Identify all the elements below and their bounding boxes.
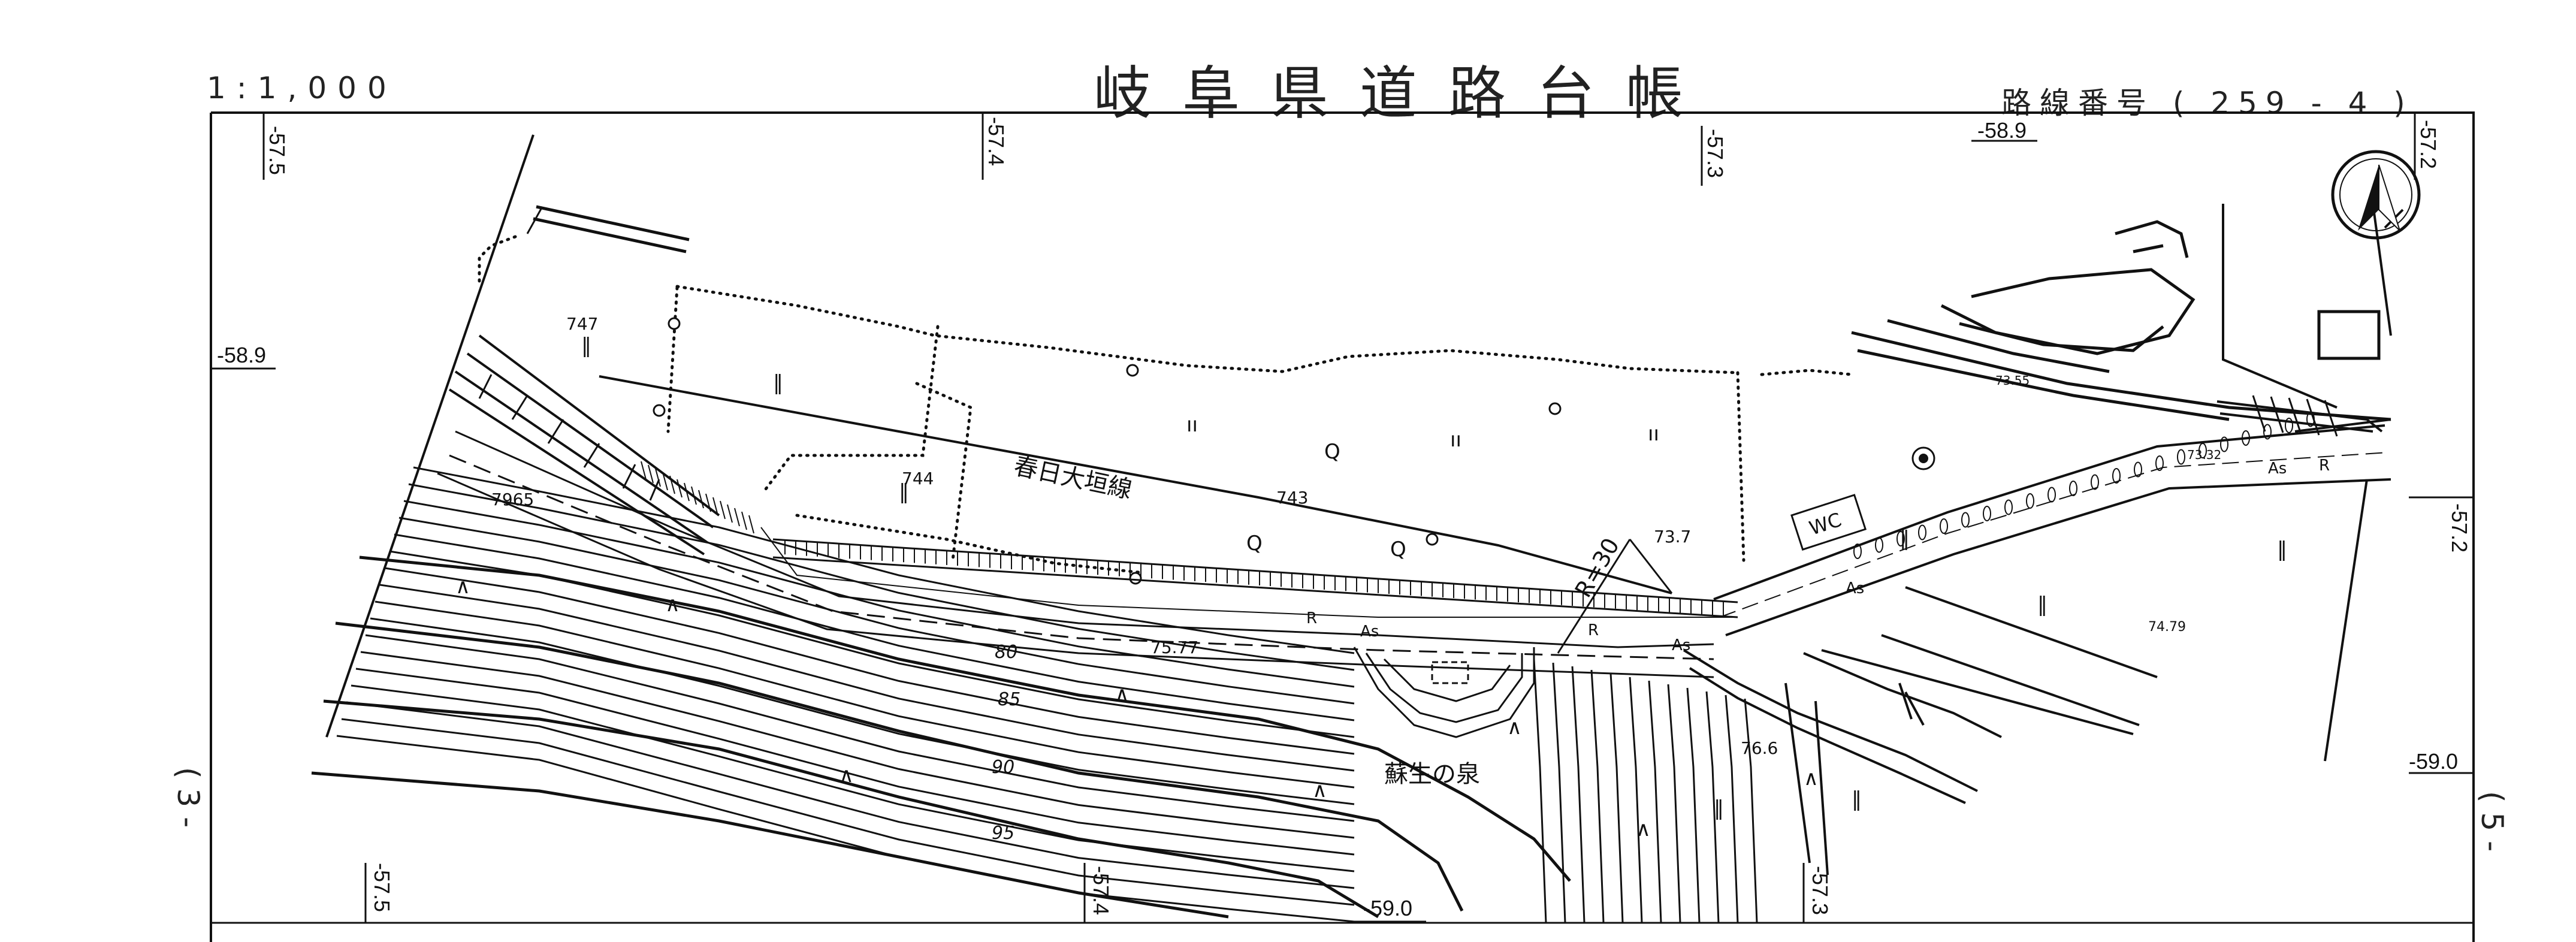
svg-text:‖: ‖ [2277, 538, 2287, 561]
svg-text:ıı: ıı [1648, 422, 1659, 446]
road-as-3: As [1846, 579, 1864, 597]
contour-index [311, 555, 1571, 919]
fence-top [533, 205, 690, 253]
svg-text:ıı: ıı [1450, 428, 1461, 452]
retaining-wall [772, 538, 1738, 618]
svg-text:∧: ∧ [1507, 715, 1522, 739]
coord-top-5: -57.2 [2416, 120, 2441, 169]
svg-text:Q: Q [1390, 538, 1406, 561]
curve-radius-line-2 [1557, 539, 1631, 654]
coord-bottom-4: -57.3 [1808, 866, 1832, 915]
route-number: 路線番号 ( 259 - 4 ) [2001, 79, 2414, 122]
elev-6: 7965 [491, 490, 534, 509]
road-pillars [1853, 411, 2315, 559]
road-as-4: As [2268, 460, 2287, 478]
elev-4: 73.7 [1654, 527, 1691, 547]
svg-text:‖: ‖ [899, 480, 909, 504]
sheet-index-right: ( 5 - [2475, 791, 2509, 852]
route-value: ( 259 - 4 ) [2172, 86, 2414, 120]
rail-line [599, 375, 1672, 594]
svg-text:∧: ∧ [839, 763, 854, 787]
elev-9: 73.55 [1995, 373, 2030, 388]
land-symbols: ‖ ‖ ‖ ıı ıı ıı Q Q Q ‖ ‖ ‖ ‖ ∧ ∧ ∧ ∧ ∧ ∧… [455, 334, 2287, 841]
svg-text:‖: ‖ [581, 334, 591, 358]
rail-posts [653, 317, 1562, 585]
svg-text:∧: ∧ [665, 593, 680, 617]
coord-bottom-1: -57.5 [370, 863, 394, 912]
main-road [437, 430, 1738, 678]
elev-5: 75.77 [1150, 638, 1198, 657]
elev-7: 76.6 [1741, 738, 1778, 758]
slope-ticks [478, 374, 660, 501]
slope-marks [448, 334, 720, 555]
map-scale: 1:1,000 [207, 71, 397, 105]
road-r-3: R [2319, 457, 2330, 475]
route-label: 路線番号 [2001, 86, 2155, 120]
map-title: 岐阜県道路台帳 [1094, 60, 1714, 127]
contour-90: 90 [992, 757, 1014, 778]
elev-1: 747 [566, 314, 598, 334]
boundary-west [325, 134, 534, 738]
svg-text:ıı: ıı [1186, 413, 1198, 437]
road-as-2: As [1672, 636, 1690, 654]
coord-bottom-2: -57.4 [1089, 866, 1113, 915]
svg-text:∧: ∧ [1115, 683, 1130, 707]
coord-top-1: -57.5 [265, 126, 289, 175]
contour-95: 95 [992, 823, 1014, 844]
curve-radius-line [1629, 539, 1673, 594]
coord-right-1: -57.2 [2447, 503, 2472, 552]
stream [1851, 220, 2391, 421]
svg-text:‖: ‖ [2037, 593, 2047, 617]
road-branch-east [1713, 400, 2391, 636]
north-arrow-icon [2331, 150, 2421, 240]
svg-text:Q: Q [1246, 532, 1263, 555]
parking-lines [2252, 395, 2338, 437]
svg-text:‖: ‖ [1714, 796, 1724, 820]
coord-top-3: -57.3 [1703, 129, 1728, 178]
grid-ticks [211, 114, 2474, 923]
elev-3: 743 [1276, 488, 1308, 508]
label-rail-line: 春日大垣線 [1011, 452, 1134, 505]
sheet-index-left: ( 3 - [171, 767, 206, 828]
coord-top-4: -58.9 [1977, 118, 2027, 143]
spring-hollow [1353, 647, 1535, 738]
road-r-1: R [1306, 609, 1317, 627]
elev-8: 74.79 [2148, 620, 2186, 635]
parking-area [2222, 203, 2404, 409]
svg-text:‖: ‖ [1899, 527, 1910, 551]
svg-text:Q: Q [1324, 440, 1340, 464]
elev-10: 73.32 [2187, 448, 2221, 462]
parcel-boundaries [478, 235, 1853, 574]
svg-text:∧: ∧ [455, 575, 470, 599]
coord-right-2: -59.0 [2409, 749, 2458, 774]
road-as-1: As [1360, 623, 1379, 641]
toilet-building: WC [1790, 494, 1867, 551]
coord-left-1: -58.9 [217, 343, 266, 367]
coord-top-2: -57.4 [984, 117, 1008, 166]
label-spring: 蘇生の泉 [1384, 760, 1480, 788]
svg-text:‖: ‖ [773, 371, 783, 395]
contour-lines [336, 466, 1758, 923]
road-r-2: R [1588, 621, 1599, 639]
svg-text:‖: ‖ [1852, 787, 1862, 811]
coord-bottom-3: -59.0 [1363, 896, 1412, 920]
svg-text:∧: ∧ [1636, 817, 1651, 841]
contour-85: 85 [998, 689, 1020, 710]
parking-symbol-icon [1911, 446, 1935, 470]
elev-2: 744 [902, 469, 934, 488]
wall-hatch [641, 461, 1724, 616]
svg-text:∧: ∧ [1312, 778, 1327, 802]
contour-80: 80 [995, 642, 1017, 663]
drainage-channels [1683, 479, 2368, 875]
svg-text:∧: ∧ [1804, 766, 1819, 790]
